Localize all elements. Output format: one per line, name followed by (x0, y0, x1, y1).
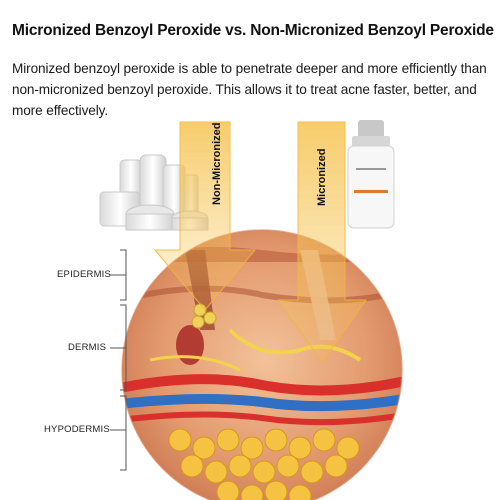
layer-label-epidermis: EPIDERMIS (57, 269, 112, 280)
micronized-arrow (277, 121, 367, 363)
description-text: Mironized benzoyl peroxide is able to pe… (12, 61, 487, 118)
non-micronized-arrow (153, 121, 257, 311)
micronized-label: Micronized (316, 148, 328, 206)
page-title: Micronized Benzoyl Peroxide vs. Non-Micr… (12, 22, 494, 39)
serum-bottle (347, 120, 395, 229)
skin-cross-section (122, 230, 402, 500)
layer-label-hypodermis: HYPODERMIS (44, 424, 110, 435)
layer-label-dermis: DERMIS (68, 342, 107, 353)
non-micronized-label: Non-Micronized (211, 122, 223, 206)
layer-brackets (110, 249, 127, 471)
